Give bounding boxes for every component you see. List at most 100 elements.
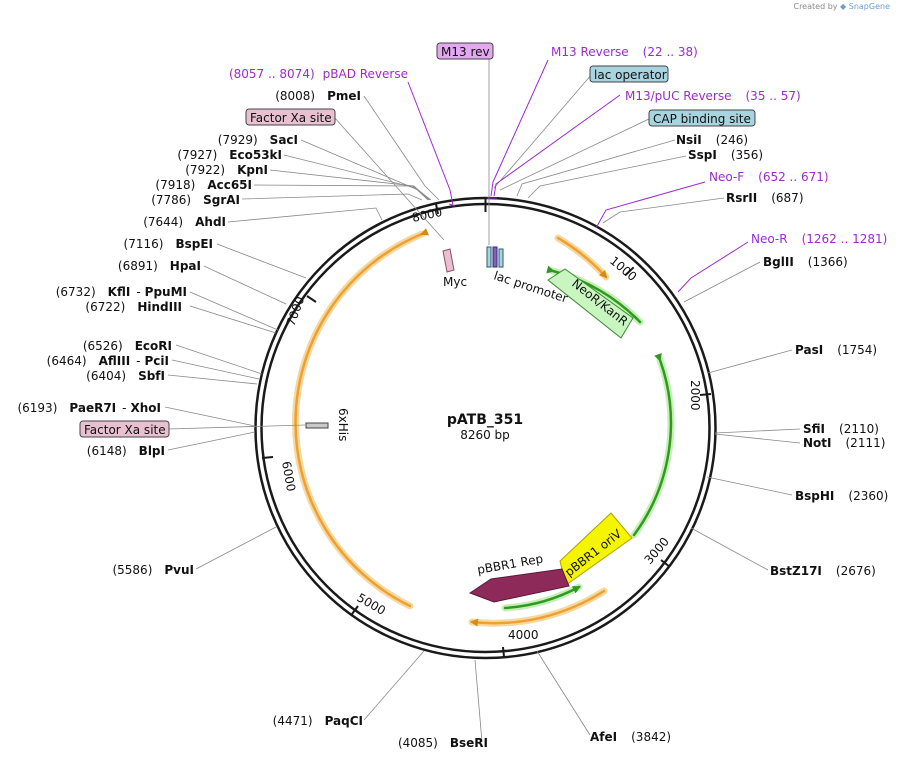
- connector-rsrii: [602, 197, 725, 224]
- box-factor-xa-top: Factor Xa site: [245, 108, 336, 126]
- feature-pbbr1-oriv: pBBR1 oriV: [559, 512, 633, 586]
- plasmid-name: pATB_351: [447, 412, 523, 428]
- tick-label-7000: 7000: [284, 295, 308, 328]
- site-sbfi: (6404)SbfI: [86, 369, 165, 383]
- orf-arc-upper-right-core: [556, 236, 608, 279]
- site-hpai: (6891)HpaI: [118, 259, 201, 273]
- site-noti: NotI(2111): [803, 436, 885, 450]
- tick-marks: [261, 198, 712, 658]
- connector-xhoi: [164, 406, 256, 427]
- tick-mark: [699, 393, 712, 396]
- connector-bseri: [474, 659, 483, 743]
- site-connectors-right: [516, 139, 801, 736]
- green-arc-2-core: [632, 353, 673, 537]
- site-afei: AfeI(3842): [590, 730, 671, 744]
- connector-neo-r: [677, 241, 749, 293]
- connector-pasi: [707, 349, 793, 374]
- tick-mark: [306, 295, 317, 303]
- site-bstz17i: BstZ17I(2676): [770, 564, 876, 578]
- orf-arcs: [292, 228, 610, 627]
- site-paer7i-xhoi: (6193)PaeR7I-XhoI: [17, 401, 161, 415]
- site-bspei: (7116)BspEI: [124, 237, 213, 251]
- connector-hindiii: [189, 305, 277, 334]
- site-ecori: (6526)EcoRI: [83, 339, 172, 353]
- orf-arc-bottom-core: [470, 589, 606, 627]
- primer-neo-r: Neo-R(1262 .. 1281): [751, 232, 887, 246]
- tick-mark: [351, 605, 359, 615]
- site-sspi: SspI(356): [688, 148, 763, 162]
- connector-bspei: [216, 243, 307, 279]
- primer-connectors: [407, 59, 749, 293]
- site-bglii: BglII(1366): [763, 255, 848, 269]
- site-eco53ki: (7927)Eco53kI: [177, 148, 282, 162]
- green-arcs: [501, 265, 675, 612]
- connector-kpni: [269, 169, 430, 201]
- primer-pbad-reverse: (8057 .. 8074)pBAD Reverse: [229, 67, 408, 81]
- connector-factor-xa-top: [333, 116, 445, 241]
- site-hindiii: (6722)HindIII: [85, 300, 182, 314]
- site-kpni: (7922)KpnI: [185, 163, 268, 177]
- connector-m13-reverse: [490, 59, 549, 197]
- connector-bglii: [683, 261, 761, 303]
- primer-neo-f: Neo-F(652 .. 671): [709, 170, 829, 184]
- box-lac-operator: lac operator: [589, 65, 669, 83]
- box-cap-site-label: CAP binding site: [653, 112, 751, 126]
- connector-ahdi: [227, 207, 383, 223]
- box-factor-xa-left: Factor Xa site: [79, 420, 170, 438]
- site-afliii-pcii: (6464)AflIII-PciI: [47, 354, 169, 368]
- site-bseri: (4085)BseRI: [398, 736, 488, 750]
- site-labels-left: (8008)PmeI (7929)SacI (7927)Eco53kI (792…: [17, 89, 488, 750]
- feature-myc: Myc: [442, 248, 467, 289]
- site-nsii: NsiI(246): [676, 133, 748, 147]
- connector-cap-site: [499, 117, 652, 191]
- connector-pvui: [195, 526, 277, 570]
- connector-hpai: [203, 265, 287, 305]
- site-paqci: (4471)PaqCI: [273, 714, 363, 728]
- connector-neo-f: [595, 181, 706, 229]
- tick-label-3000: 3000: [642, 535, 672, 567]
- site-labels-right: NsiI(246) SspI(356) RsrII(687) BglII(136…: [590, 133, 888, 744]
- primer-m13-reverse: M13 Reverse(22 .. 38): [551, 45, 698, 59]
- snapgene-logo-icon: ◆: [840, 2, 847, 11]
- connector-paqci: [363, 650, 425, 721]
- box-cap-site: CAP binding site: [648, 109, 756, 127]
- box-lac-operator-label: lac operator: [594, 68, 667, 82]
- connector-pmei: [363, 95, 440, 201]
- connector-saci: [300, 139, 432, 201]
- tick-label-8000: 8000: [411, 205, 444, 225]
- site-bsphi: BspHI(2360): [795, 489, 888, 503]
- feature-6xhis-label: 6xHis: [336, 408, 350, 441]
- credit-prefix: Created by: [793, 2, 838, 11]
- connector-lac-operator: [493, 73, 593, 189]
- connector-sfii: [714, 428, 801, 434]
- site-pasi: PasI(1754): [795, 343, 877, 357]
- site-blpi: (6148)BlpI: [87, 444, 165, 458]
- site-connectors-left: [164, 59, 652, 743]
- tick-label-2000: 2000: [688, 380, 702, 411]
- snapgene-credit: Created by ◆ SnapGene: [793, 2, 890, 11]
- green-arc-3-core: [503, 585, 581, 610]
- connector-m13-puc-reverse: [493, 94, 621, 197]
- box-factor-xa-left-label: Factor Xa site: [84, 423, 166, 437]
- site-sfii: SfiI(2110): [803, 422, 879, 436]
- site-kfli-ppumi: (6732)KflI-PpuMI: [56, 285, 187, 299]
- connector-bstz17i: [690, 527, 769, 571]
- feature-myc-label: Myc: [443, 275, 467, 289]
- site-pmei: (8008)PmeI: [275, 89, 361, 103]
- connector-bsphi: [706, 476, 793, 496]
- tick-label-1000: 1000: [607, 254, 639, 284]
- connector-sspi: [527, 155, 687, 199]
- connector-afei: [536, 650, 591, 736]
- green-arc-2: [630, 356, 675, 539]
- site-rsrii: RsrII(687): [726, 191, 804, 205]
- box-m13-rev: M13 rev: [436, 42, 494, 60]
- tick-mark: [435, 203, 439, 215]
- box-m13-rev-label: M13 rev: [441, 45, 490, 59]
- tick-label-6000: 6000: [279, 460, 298, 493]
- connector-factor-xa-left: [167, 424, 306, 430]
- connector-ppumi: [189, 291, 279, 331]
- site-saci: (7929)SacI: [218, 133, 298, 147]
- primer-m13-puc-reverse: M13/pUC Reverse(35 .. 57): [625, 89, 801, 103]
- plasmid-length: 8260 bp: [460, 428, 510, 442]
- connector-sgrai: [241, 193, 423, 201]
